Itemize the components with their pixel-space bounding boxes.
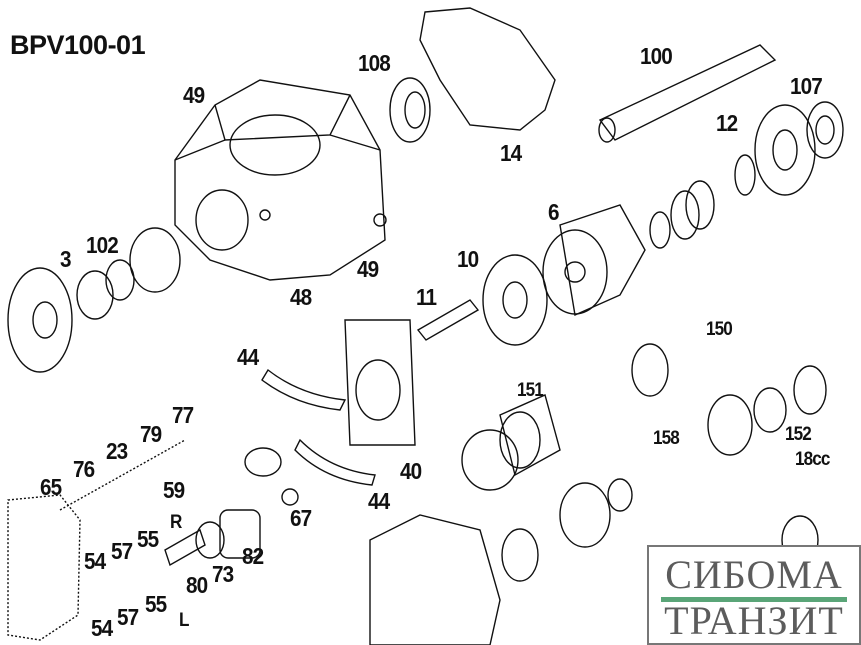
callout-151: 151 <box>517 380 544 401</box>
cylinder-block-6 <box>542 204 646 317</box>
callout-54b: 54 <box>91 615 113 641</box>
callout-107: 107 <box>790 73 823 99</box>
gear-pump-151 <box>461 394 561 491</box>
swashplate-40 <box>344 319 416 446</box>
company-logo: СИБОМА ТРАНЗИТ <box>647 545 861 645</box>
callout-44: 44 <box>237 344 259 370</box>
seal-rings <box>76 227 181 320</box>
callout-11: 11 <box>416 284 437 310</box>
pump-housing <box>174 79 387 281</box>
callout-82: 82 <box>242 543 264 569</box>
callout-59: 59 <box>163 477 185 503</box>
callout-6: 6 <box>548 199 560 225</box>
spring-stack <box>649 154 756 249</box>
callout-65: 65 <box>40 474 62 500</box>
bearing-shell-44 <box>261 368 347 411</box>
callout-3: 3 <box>60 246 72 272</box>
callout-152: 152 <box>785 424 812 445</box>
callout-73: 73 <box>212 561 234 587</box>
callout-40: 40 <box>400 458 422 484</box>
callout-80: 80 <box>186 572 208 598</box>
callout-79: 79 <box>140 421 162 447</box>
gear-pump-152 <box>631 343 827 456</box>
logo-accent-bar <box>661 597 847 602</box>
callout-49: 49 <box>183 82 205 108</box>
callout-R: R <box>170 512 182 533</box>
callout-100: 100 <box>640 43 673 69</box>
callout-57: 57 <box>111 538 133 564</box>
callout-55: 55 <box>137 526 159 552</box>
bearing-108 <box>389 77 431 143</box>
callout-10: 10 <box>457 246 479 272</box>
callout-102: 102 <box>86 232 119 258</box>
callout-150: 150 <box>706 319 733 340</box>
callout-54: 54 <box>84 548 106 574</box>
callout-12: 12 <box>716 110 738 136</box>
callout-44b: 44 <box>368 488 390 514</box>
gasket-14 <box>419 7 556 131</box>
callout-48: 48 <box>290 284 312 310</box>
callout-23: 23 <box>106 438 128 464</box>
flange-3 <box>7 267 73 373</box>
bearing-107 <box>806 101 844 159</box>
piston-11 <box>416 299 480 341</box>
callout-67: 67 <box>290 505 312 531</box>
callout-L: L <box>179 610 189 631</box>
logo-line-2: ТРАНЗИТ <box>664 598 844 643</box>
callout-77: 77 <box>172 402 194 428</box>
callout-14: 14 <box>500 140 522 166</box>
diagram-title: BPV100-01 <box>10 30 146 60</box>
valve-plate-10 <box>482 254 548 346</box>
cover-plate <box>7 494 81 641</box>
shaft-100 <box>598 44 777 143</box>
lower-housing <box>369 514 501 645</box>
control-valve <box>59 439 299 567</box>
callout-49b: 49 <box>357 256 379 282</box>
plate-12 <box>754 104 816 196</box>
callout-55b: 55 <box>145 591 167 617</box>
logo-line-1: СИБОМА <box>665 552 843 597</box>
callout-158: 158 <box>653 428 680 449</box>
callout-108: 108 <box>358 50 391 76</box>
callout-76: 76 <box>73 456 95 482</box>
callout-18cc: 18cc <box>795 449 830 470</box>
bearing-shell-44b <box>294 438 376 486</box>
callout-57b: 57 <box>117 604 139 630</box>
